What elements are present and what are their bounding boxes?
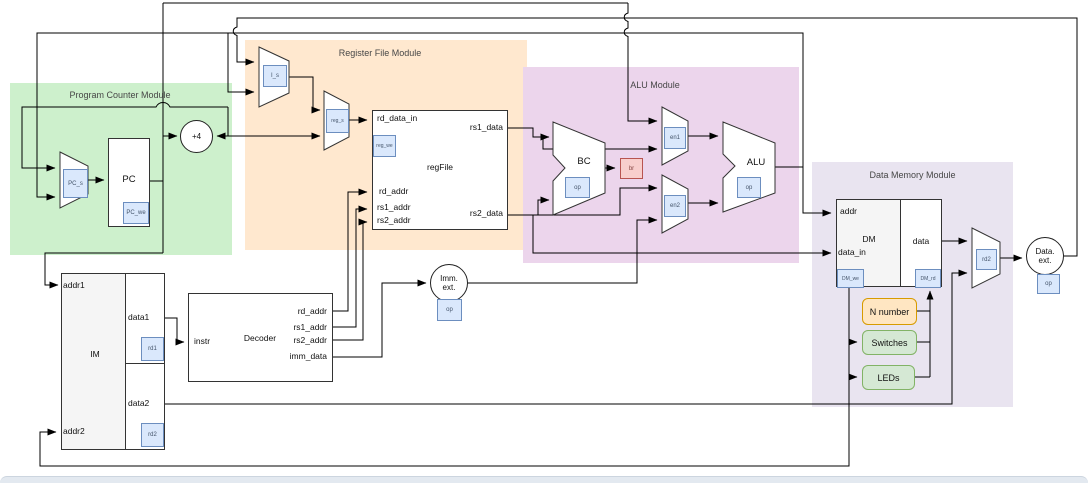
wire-rs1-to-bc — [508, 127, 550, 141]
wire-addr2 — [39, 288, 850, 467]
pc-label: PC — [122, 174, 136, 185]
data-ext-line1: Data. — [1035, 247, 1055, 256]
wire-rs2-to-bc — [537, 196, 550, 215]
bc-op-signal[interactable]: op — [565, 177, 590, 198]
rd2-signal[interactable]: rd2 — [141, 423, 164, 447]
data-ext-op-signal[interactable]: op — [1037, 274, 1060, 294]
en2-signal[interactable]: en2 — [664, 195, 686, 217]
regfile-port-rd-data-in: rd_data_in — [377, 113, 418, 123]
regfile-port-rs1-data: rs1_data — [469, 122, 503, 132]
wire-is-out — [289, 76, 321, 114]
reg-we-signal[interactable]: reg_we — [373, 135, 396, 157]
wire-rs2-to-en2 — [508, 184, 658, 216]
decoder-label: Decoder — [243, 333, 277, 343]
en1-signal[interactable]: en1 — [664, 127, 686, 149]
wire-next-pc — [21, 102, 228, 172]
n-number-peripheral[interactable]: N number — [862, 298, 917, 325]
regfile-block[interactable] — [372, 110, 508, 230]
rd2-mux-signal[interactable]: rd2 — [976, 249, 997, 270]
regfile-label: regFile — [427, 162, 453, 172]
pc-module-title: Program Counter Module — [69, 90, 171, 100]
wire-data1-to-decoder — [165, 317, 185, 346]
leds-peripheral[interactable]: LEDs — [862, 365, 915, 390]
bottom-window-edge — [0, 476, 1088, 483]
data-ext-unit[interactable]: Data. ext. — [1026, 237, 1064, 275]
wire-immext-to-en2 — [467, 216, 658, 284]
wire-rs2-to-datain — [532, 215, 832, 257]
decoder-port-imm-data: imm_data — [289, 351, 327, 361]
im-port-addr1: addr1 — [63, 280, 85, 290]
bc-unit[interactable] — [552, 121, 606, 216]
wire-alu-to-is2 — [227, 33, 255, 96]
data-ext-line2: ext. — [1038, 256, 1052, 265]
decoder-port-rd-addr: rd_addr — [297, 306, 327, 316]
decoder-port-rs2-addr: rs2_addr — [293, 335, 327, 345]
imm-ext-unit[interactable]: Imm. ext. — [430, 264, 468, 302]
im-port-data2: data2 — [128, 398, 150, 408]
dm-port-addr: addr — [840, 206, 858, 216]
i-s-signal[interactable]: I_s — [263, 65, 287, 87]
wire-data2-to-rd2mux — [165, 269, 968, 405]
switches-peripheral[interactable]: Switches — [862, 330, 917, 355]
wire-rs1addr — [333, 205, 368, 328]
wire-writeback — [232, 17, 1078, 257]
rd1-signal[interactable]: rd1 — [141, 337, 164, 361]
regfile-port-rs1-addr: rs1_addr — [377, 202, 411, 212]
decoder-block[interactable] — [188, 293, 333, 382]
alu-op-signal[interactable]: op — [737, 177, 761, 198]
dm-data-label: data — [912, 236, 930, 246]
regfile-port-rs2-addr: rs2_addr — [377, 215, 411, 225]
imm-ext-op-signal[interactable]: op — [437, 299, 462, 321]
wire-rs1-to-en1 — [542, 137, 658, 153]
imm-ext-line1: Imm. — [440, 274, 458, 283]
wire-alu-to-dmaddr — [802, 167, 832, 217]
regfile-port-rd-addr: rd_addr — [379, 186, 409, 196]
pc-we-signal[interactable]: PC_we — [123, 202, 149, 224]
imm-ext-line2: ext. — [442, 283, 456, 292]
plus4-adder[interactable]: +4 — [180, 120, 213, 153]
im-port-addr2: addr2 — [63, 426, 85, 436]
wire-pc-to-addr1 — [44, 252, 163, 289]
dm-we-signal[interactable]: DM_we — [837, 269, 864, 288]
dm-label: DM — [862, 234, 876, 244]
wire-imm-to-ext — [333, 279, 427, 358]
dm-rd-signal[interactable]: DM_rd — [915, 269, 941, 288]
im-read-ports — [125, 273, 165, 450]
reg-s-signal[interactable]: reg_s — [326, 109, 349, 133]
wire-en1-drop — [623, 3, 658, 125]
dm-module-title: Data Memory Module — [869, 170, 956, 180]
alu-unit[interactable] — [722, 121, 776, 213]
im-label: IM — [90, 349, 100, 359]
regfile-module-title: Register File Module — [338, 48, 422, 58]
alu-label: ALU — [746, 157, 766, 168]
pc-s-signal[interactable]: PC_s — [63, 169, 88, 198]
dm-port-data-in: data_in — [838, 247, 866, 257]
im-port-data1: data1 — [128, 312, 150, 322]
regfile-port-rs2-data: rs2_data — [469, 208, 503, 218]
wire-rdaddr — [333, 188, 368, 312]
decoder-port-rs1-addr: rs1_addr — [293, 322, 327, 332]
alu-module-title: ALU Module — [630, 80, 680, 90]
bc-label: BC — [577, 156, 591, 167]
branch-flag[interactable]: br — [620, 158, 643, 179]
wire-rs2addr — [333, 218, 368, 341]
decoder-port-instr: instr — [194, 336, 211, 346]
im-port-divider — [125, 363, 165, 364]
wire-alu-feedback — [36, 32, 804, 201]
